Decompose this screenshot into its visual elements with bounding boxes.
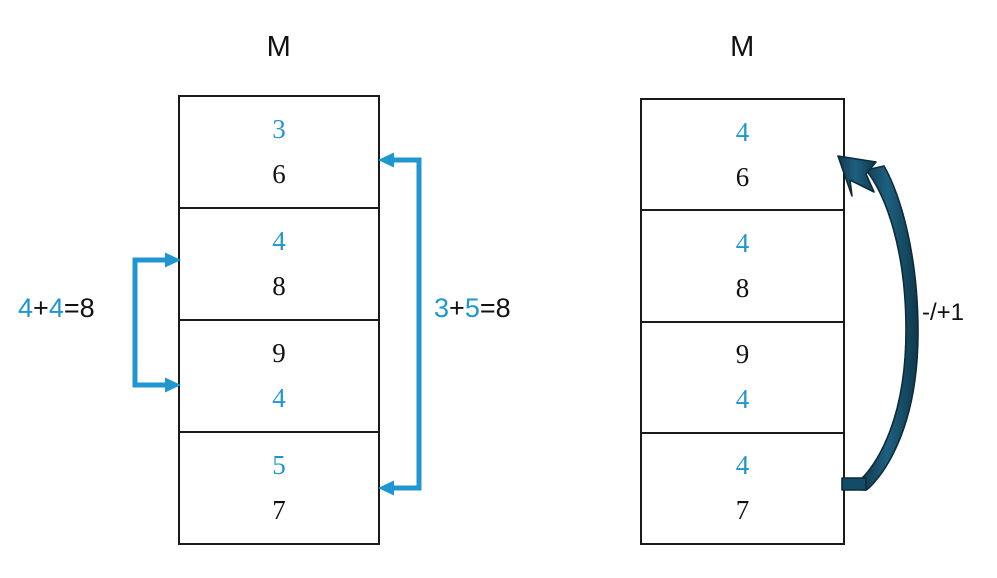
left-table-title: M bbox=[266, 31, 292, 63]
equation-operator: + bbox=[33, 293, 49, 323]
cell-value-bottom: 4 bbox=[272, 383, 286, 413]
cell-value-bottom: 8 bbox=[735, 272, 750, 303]
equation-operand-b: 4 bbox=[48, 293, 64, 323]
table-row: 4 8 bbox=[180, 209, 378, 321]
table-row: 9 4 bbox=[180, 321, 378, 433]
table-row: 3 6 bbox=[180, 97, 378, 209]
equation-result: =8 bbox=[479, 293, 511, 323]
cell-value-top: 5 bbox=[272, 450, 286, 480]
left-memory-table: 3 6 4 8 9 4 5 7 bbox=[178, 95, 380, 545]
cell-value-bottom: 7 bbox=[272, 495, 286, 525]
cell-value-bottom: 4 bbox=[735, 384, 750, 415]
right-equation-label: 3+5=8 bbox=[434, 295, 511, 322]
increment-decrement-label: -/+1 bbox=[922, 299, 965, 326]
left-bracket-arrow-icon bbox=[125, 250, 187, 395]
right-table-title: M bbox=[730, 31, 755, 63]
right-bracket-arrow-icon bbox=[374, 152, 430, 496]
cell-value-top: 4 bbox=[735, 116, 750, 147]
equation-operator: + bbox=[449, 293, 465, 323]
cell-value-top: 3 bbox=[272, 114, 286, 144]
cell-value-top: 4 bbox=[735, 450, 750, 481]
equation-operand-a: 3 bbox=[434, 293, 450, 323]
equation-operand-a: 4 bbox=[18, 293, 34, 323]
curved-arrow-icon bbox=[836, 140, 926, 500]
table-row: 5 7 bbox=[180, 433, 378, 543]
table-row: 9 4 bbox=[642, 323, 843, 434]
cell-value-bottom: 6 bbox=[735, 161, 750, 192]
cell-value-top: 4 bbox=[272, 226, 286, 256]
cell-value-top: 4 bbox=[735, 227, 750, 258]
cell-value-bottom: 8 bbox=[272, 271, 286, 301]
left-equation-label: 4+4=8 bbox=[18, 295, 95, 322]
cell-value-bottom: 6 bbox=[272, 159, 286, 189]
cell-value-top: 9 bbox=[272, 338, 286, 368]
right-memory-table: 4 6 4 8 9 4 4 7 bbox=[640, 98, 845, 545]
table-row: 4 6 bbox=[642, 100, 843, 212]
equation-result: =8 bbox=[63, 293, 95, 323]
cell-value-bottom: 7 bbox=[735, 495, 750, 526]
cell-value-top: 9 bbox=[735, 339, 750, 370]
equation-operand-b: 5 bbox=[464, 293, 480, 323]
table-row: 4 7 bbox=[642, 434, 843, 543]
table-row: 4 8 bbox=[642, 211, 843, 323]
